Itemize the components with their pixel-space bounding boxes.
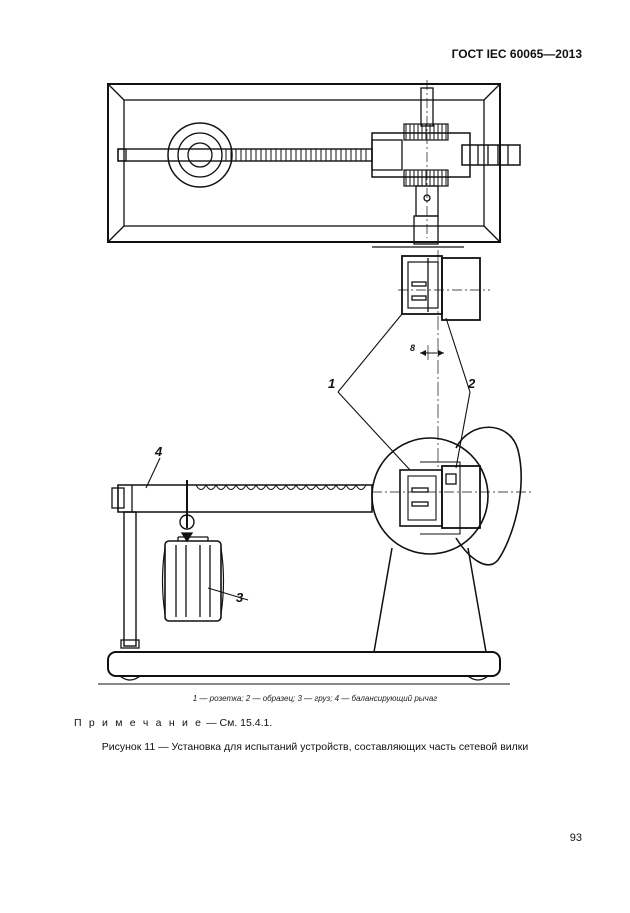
figure-legend: 1 — розетка; 2 — образец; 3 — груз; 4 — …: [192, 694, 438, 703]
page-number: 93: [569, 832, 582, 844]
leader-lines: [337, 313, 471, 471]
callout-4: 4: [154, 444, 163, 459]
upper-detail: [372, 215, 490, 470]
dimension-marker: [420, 345, 444, 360]
dimension-label: 8: [410, 343, 415, 353]
side-view: [98, 426, 532, 685]
test-apparatus-drawing: 8 1 2: [98, 80, 532, 685]
callout-3: 3: [236, 590, 244, 605]
note: П р и м е ч а н и е — См. 15.4.1.: [74, 717, 272, 729]
figure-caption: Рисунок 11 — Установка для испытаний уст…: [101, 741, 529, 753]
callout-1: 1: [328, 376, 335, 391]
note-label: П р и м е ч а н и е: [74, 717, 204, 729]
callout-2: 2: [467, 376, 476, 391]
top-view: [107, 80, 521, 243]
leader-lines-lower: [145, 457, 249, 601]
standard-header: ГОСТ IEC 60065—2013: [451, 47, 582, 61]
note-text: — См. 15.4.1.: [203, 717, 273, 729]
